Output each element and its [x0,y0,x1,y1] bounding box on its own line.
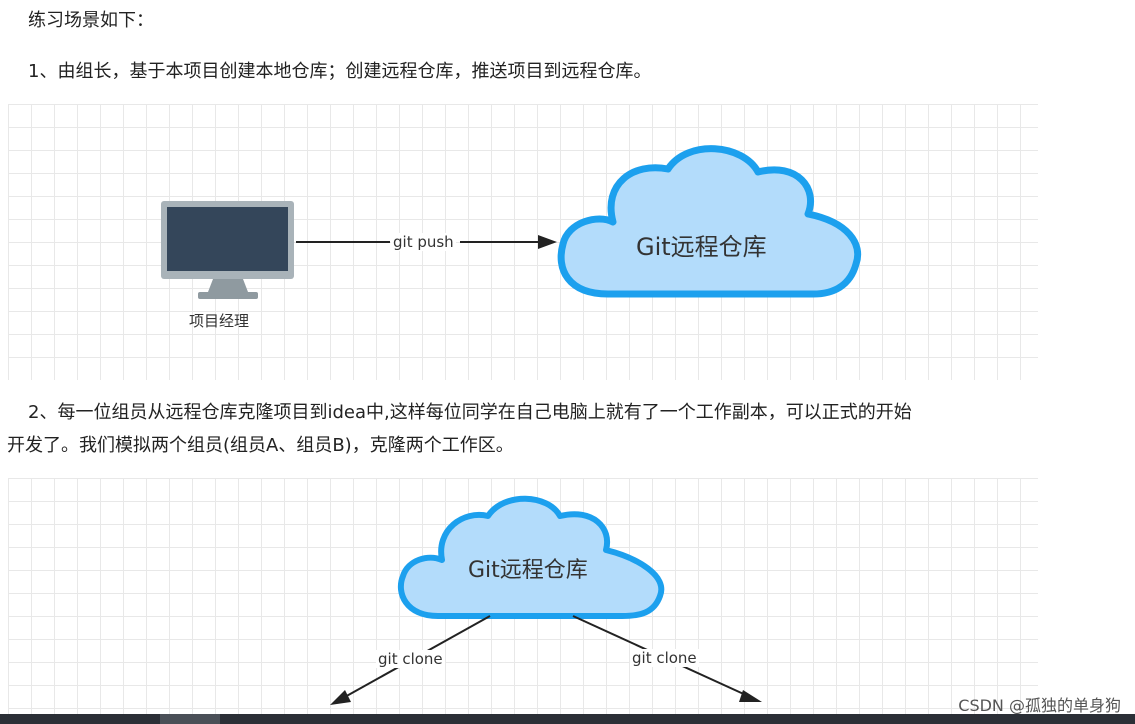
computer-label: 项目经理 [189,312,250,330]
cloud-shape [557,145,862,298]
clone-label-right: git clone [630,649,699,667]
cloud-label: Git远程仓库 [468,558,588,583]
intro-text: 练习场景如下： [28,10,154,31]
step2-text-line1: 2、每一位组员从远程仓库克隆项目到idea中,这样每位同学在自己电脑上就有了一个… [28,402,912,423]
watermark: CSDN @孤独的单身狗 [958,696,1121,715]
push-diagram-drawing [161,145,862,299]
cloud-label: Git远程仓库 [636,233,767,261]
computer-icon [161,201,294,299]
cloud-shape [397,495,665,619]
clone-arrowhead-left [330,690,351,705]
clone-arrowhead-right [739,690,762,702]
clone-diagram-drawing [330,495,762,705]
push-arrowhead [538,235,557,249]
step2-text-line2: 开发了。我们模拟两个组员(组员A、组员B)，克隆两个工作区。 [7,435,514,456]
push-arrow-label: git push [391,233,456,251]
bottom-bar-segment [160,714,220,724]
bottom-video-bar [0,714,1135,724]
step1-text: 1、由组长，基于本项目创建本地仓库；创建远程仓库，推送项目到远程仓库。 [28,61,652,82]
clone-diagram: Git远程仓库 git clone git clone [8,478,1038,716]
clone-label-left: git clone [376,650,445,668]
push-diagram: git push Git远程仓库 项目经理 [8,104,1038,380]
